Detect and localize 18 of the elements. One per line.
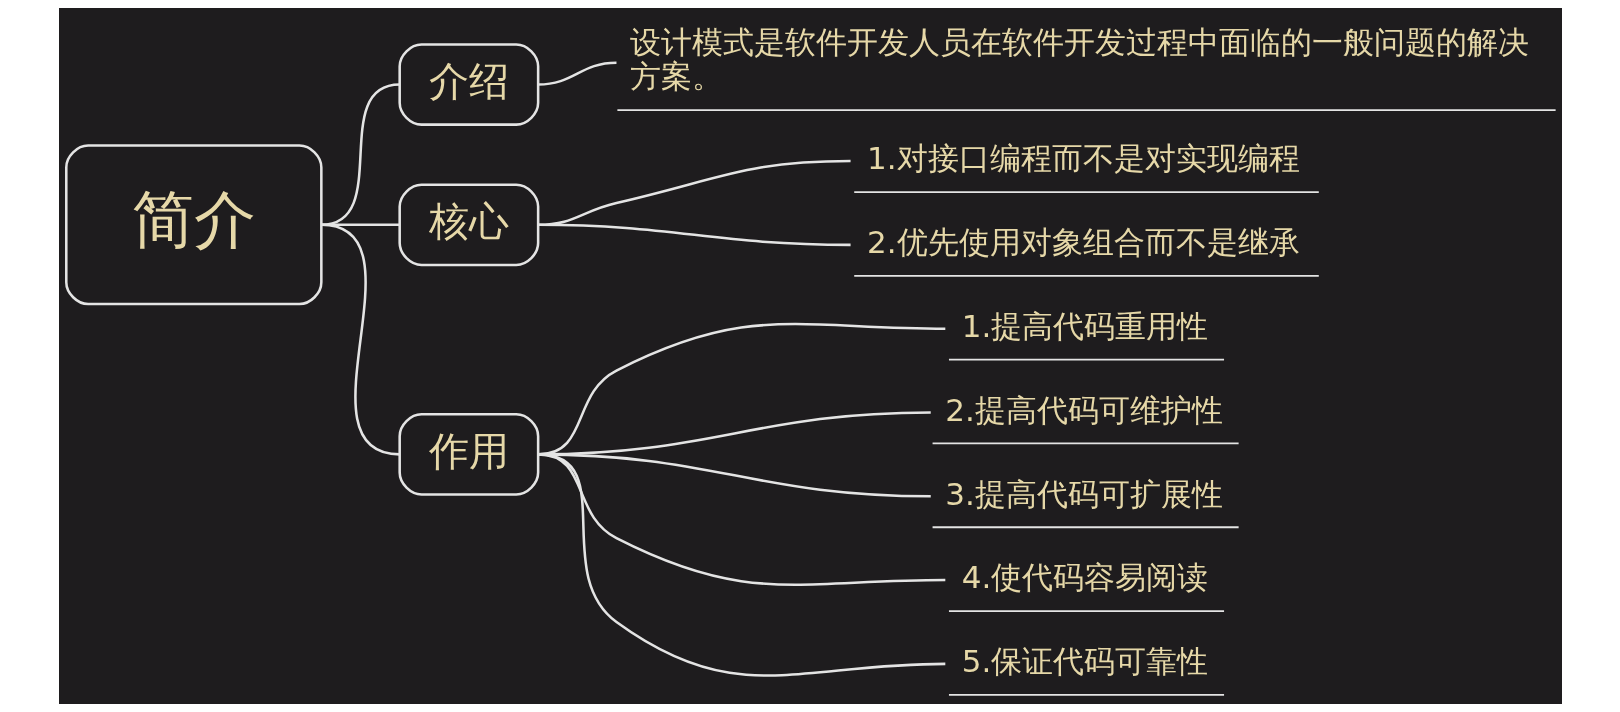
node-text: 1.对接口编程而不是对实现编程	[866, 140, 1300, 177]
connector	[320, 83, 400, 227]
node-text: 4.使代码容易阅读	[961, 559, 1208, 596]
connector	[537, 453, 945, 677]
node-box: 作用	[397, 413, 539, 496]
node-text: 2.提高代码可维护性	[944, 391, 1223, 428]
connector	[537, 159, 851, 227]
node-box: 介绍	[397, 43, 539, 126]
connector	[320, 223, 400, 456]
node-box: 简介	[64, 144, 323, 306]
node-text: 设计模式是软件开发人员在软件开发过程中面临的一般问题的解决方案。	[629, 23, 1529, 95]
node-text: 3.提高代码可扩展性	[944, 475, 1223, 512]
node-box: 核心	[397, 183, 539, 267]
connector	[537, 61, 617, 86]
connector	[537, 223, 851, 247]
node-text: 2.优先使用对象组合而不是继承	[866, 224, 1300, 261]
node-text: 5.保证代码可靠性	[961, 643, 1208, 680]
node-text: 1.提高代码重用性	[961, 308, 1208, 345]
